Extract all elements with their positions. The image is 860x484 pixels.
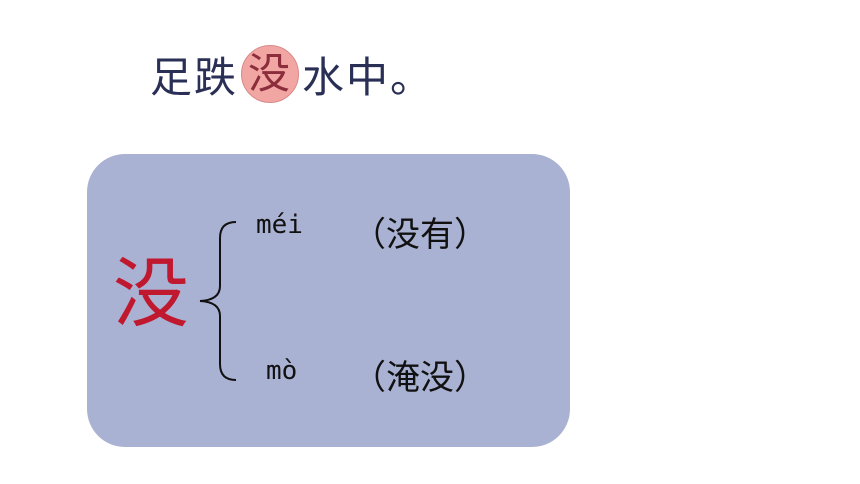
reading-1-meaning: （没有）	[352, 215, 488, 255]
polyphonic-character: 没	[113, 249, 189, 338]
reading-2-pinyin: mò	[266, 356, 298, 386]
pronunciation-panel	[87, 154, 570, 447]
example-sentence: 足跌 没 水中。	[150, 42, 434, 106]
reading-1-pinyin: méi	[256, 210, 303, 240]
sentence-part-2: 水中。	[302, 52, 435, 102]
sentence-part-1: 足跌	[150, 52, 239, 102]
reading-2-meaning: （淹没）	[352, 358, 488, 398]
curly-brace-icon	[199, 221, 237, 381]
highlighted-character: 没	[241, 45, 300, 103]
